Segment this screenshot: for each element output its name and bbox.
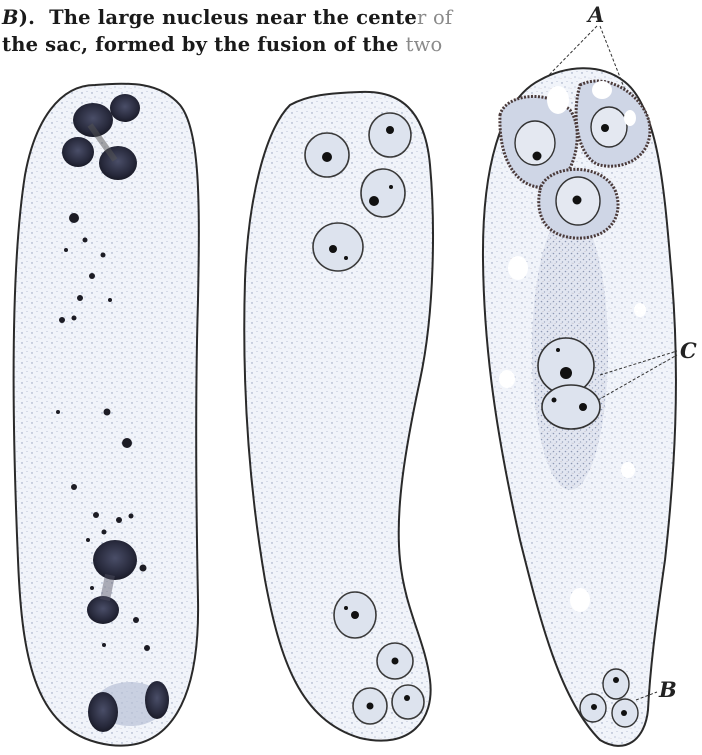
label-c: C (680, 338, 697, 363)
label-b: B (659, 677, 677, 702)
embryo-sac-left (14, 84, 199, 746)
embryo-sac-right (483, 68, 676, 746)
embryo-sac-middle (244, 92, 433, 741)
label-a: A (588, 2, 604, 27)
